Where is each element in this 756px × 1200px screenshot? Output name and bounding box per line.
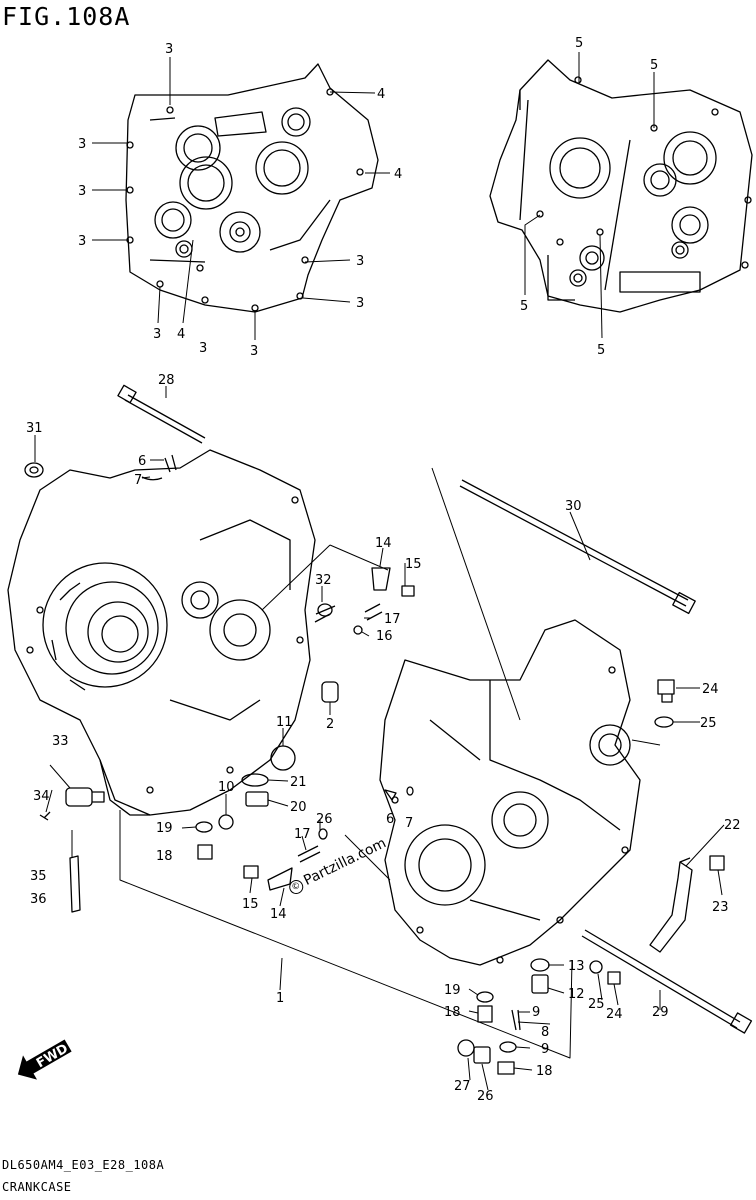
callout-30: 30 bbox=[565, 499, 582, 514]
fwd-arrow-icon: FWD bbox=[17, 1039, 72, 1080]
callout-15-b: 15 bbox=[242, 897, 259, 912]
crankcase-half-top-right-view bbox=[489, 59, 753, 313]
callout-top-3-c: 3 bbox=[78, 184, 86, 199]
callout-28: 28 bbox=[158, 373, 175, 388]
callout-top-3-b: 3 bbox=[78, 137, 86, 152]
callout-33: 33 bbox=[52, 734, 69, 749]
callout-15: 15 bbox=[405, 557, 422, 572]
callout-36: 36 bbox=[30, 892, 47, 907]
callout-25-b: 25 bbox=[588, 997, 605, 1012]
callout-19-a: 19 bbox=[156, 821, 173, 836]
assembly-bracket-lines bbox=[119, 467, 661, 1059]
callout-top-5-d: 5 bbox=[597, 343, 605, 358]
callout-14: 14 bbox=[375, 536, 392, 551]
callout-25-a: 25 bbox=[700, 716, 717, 731]
diagram-name: CRANKCASE bbox=[2, 1180, 72, 1194]
callout-labels: 3 3 3 3 3 3 3 3 3 4 4 4 5 5 5 5 28 31 6 … bbox=[26, 36, 741, 1104]
callout-9-b: 9 bbox=[541, 1042, 549, 1057]
crankcase-left-half bbox=[7, 449, 316, 816]
callout-top-3-a: 3 bbox=[165, 42, 173, 57]
callout-top-3-i: 3 bbox=[356, 296, 364, 311]
fwd-label: FWD bbox=[34, 1041, 71, 1071]
fastener-parts bbox=[24, 384, 753, 1075]
callout-23: 23 bbox=[712, 900, 729, 915]
callout-top-3-f: 3 bbox=[199, 341, 207, 356]
callout-34: 34 bbox=[33, 789, 50, 804]
callout-7-b: 7 bbox=[405, 816, 413, 831]
callout-9-a: 9 bbox=[532, 1005, 540, 1020]
callout-top-4-b: 4 bbox=[377, 87, 385, 102]
callout-17: 17 bbox=[384, 612, 401, 627]
callout-12: 12 bbox=[568, 987, 585, 1002]
callout-18-b: 18 bbox=[444, 1005, 461, 1020]
callout-top-3-g: 3 bbox=[250, 344, 258, 359]
callout-18-a: 18 bbox=[156, 849, 173, 864]
callout-32: 32 bbox=[315, 573, 332, 588]
callout-19-b: 19 bbox=[444, 983, 461, 998]
callout-2: 2 bbox=[326, 717, 334, 732]
diagram-code: DL650AM4_E03_E28_108A bbox=[2, 1158, 165, 1172]
callout-top-3-h: 3 bbox=[356, 254, 364, 269]
callout-26-b: 26 bbox=[477, 1089, 494, 1104]
callout-35: 35 bbox=[30, 869, 47, 884]
crankcase-right-half bbox=[379, 619, 641, 966]
callout-6-b: 6 bbox=[386, 812, 394, 827]
leader-lines bbox=[34, 52, 725, 1091]
callout-top-5-b: 5 bbox=[650, 58, 658, 73]
callout-6: 6 bbox=[138, 454, 146, 469]
callout-top-3-e: 3 bbox=[153, 327, 161, 342]
callout-10: 10 bbox=[218, 780, 235, 795]
callout-20: 20 bbox=[290, 800, 307, 815]
callout-11: 11 bbox=[276, 715, 293, 730]
callout-top-5-c: 5 bbox=[520, 299, 528, 314]
callout-top-5-a: 5 bbox=[575, 36, 583, 51]
callout-top-4-c: 4 bbox=[394, 167, 402, 182]
figure-title: FIG.108A bbox=[2, 2, 131, 31]
callout-top-3-d: 3 bbox=[78, 234, 86, 249]
callout-14-b: 14 bbox=[270, 907, 287, 922]
callout-29: 29 bbox=[652, 1005, 669, 1020]
callout-1: 1 bbox=[276, 991, 284, 1006]
callout-24-a: 24 bbox=[702, 682, 719, 697]
callout-18-c: 18 bbox=[536, 1064, 553, 1079]
callout-17-b: 17 bbox=[294, 827, 311, 842]
callout-13: 13 bbox=[568, 959, 585, 974]
crankcase-half-top-left-view bbox=[125, 63, 379, 313]
callout-22: 22 bbox=[724, 818, 741, 833]
callout-24-b: 24 bbox=[606, 1007, 623, 1022]
callout-27: 27 bbox=[454, 1079, 471, 1094]
callout-31: 31 bbox=[26, 421, 43, 436]
callout-7: 7 bbox=[134, 473, 142, 488]
callout-26-a: 26 bbox=[316, 812, 333, 827]
callout-8: 8 bbox=[541, 1025, 549, 1040]
callout-16: 16 bbox=[376, 629, 393, 644]
callout-21: 21 bbox=[290, 775, 307, 790]
callout-top-4-a: 4 bbox=[177, 327, 185, 342]
